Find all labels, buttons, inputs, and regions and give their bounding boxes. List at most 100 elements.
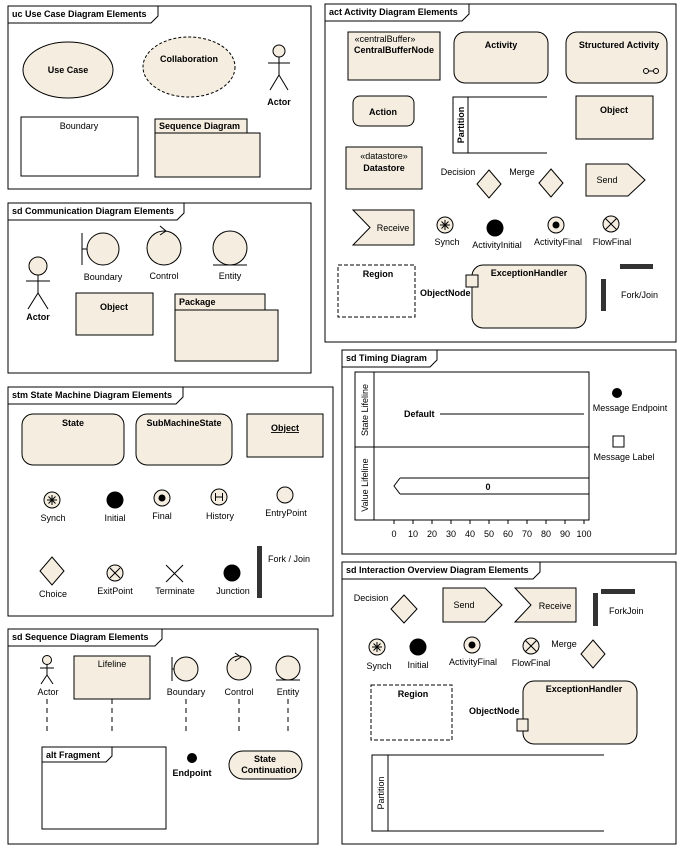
boundary-label: Boundary — [84, 272, 123, 282]
partition-element[interactable] — [371, 754, 604, 832]
entry-point-icon[interactable] — [276, 486, 294, 504]
flow-final-icon[interactable] — [522, 637, 540, 655]
activity-element[interactable] — [453, 31, 549, 84]
time-axis-tick-label: 100 — [576, 529, 591, 539]
decision-icon[interactable] — [390, 594, 418, 624]
sequence-diagram-label: Sequence Diagram — [159, 121, 240, 131]
datastore-element[interactable] — [345, 146, 423, 190]
synch-label: Synch — [434, 237, 459, 247]
alt-fragment-element[interactable] — [41, 746, 167, 830]
fork-join-bar-horizontal[interactable] — [601, 589, 635, 594]
entry-point-label: EntryPoint — [265, 508, 307, 518]
use-case-frame: uc Use Case Diagram Elements Use Case Co… — [7, 5, 312, 190]
communication-frame-title: sd Communication Diagram Elements — [12, 206, 174, 216]
control-icon[interactable] — [226, 652, 252, 681]
decision-label: Decision — [441, 167, 476, 177]
send-signal-element[interactable] — [585, 163, 646, 197]
actor-icon[interactable] — [26, 256, 50, 310]
activity-final-icon[interactable] — [547, 216, 565, 234]
synch-icon[interactable] — [43, 491, 61, 509]
time-axis-tick-label: 50 — [484, 529, 494, 539]
structured-activity-icon — [643, 68, 659, 74]
message-label-icon[interactable] — [612, 435, 625, 448]
object-node-pin[interactable] — [516, 718, 529, 732]
region-element[interactable] — [370, 684, 453, 741]
structured-activity-element[interactable] — [565, 31, 668, 84]
package-label: Package — [179, 297, 216, 307]
region-label: Region — [363, 269, 394, 279]
actor-icon[interactable] — [268, 44, 290, 91]
action-element[interactable] — [352, 95, 415, 127]
flow-final-icon[interactable] — [602, 215, 620, 233]
boundary-element[interactable] — [20, 116, 139, 177]
exception-handler-element[interactable] — [522, 680, 638, 745]
decision-label: Decision — [354, 593, 389, 603]
receive-signal-element[interactable] — [351, 209, 415, 246]
use-case-label: Use Case — [48, 65, 89, 75]
fork-join-bar-vertical[interactable] — [601, 279, 606, 311]
exit-point-icon[interactable] — [106, 564, 124, 582]
endpoint-icon[interactable] — [187, 753, 197, 763]
value-timeline[interactable] — [393, 477, 589, 495]
merge-icon[interactable] — [538, 168, 564, 198]
sequence-diagram-element[interactable] — [154, 118, 261, 178]
initial-icon[interactable] — [409, 638, 427, 656]
message-endpoint-icon[interactable] — [612, 388, 622, 398]
terminate-icon[interactable] — [165, 564, 184, 583]
state-continuation-element[interactable] — [228, 750, 303, 780]
package-element[interactable] — [174, 293, 279, 362]
time-axis-tick-label: 0 — [391, 529, 396, 539]
decision-icon[interactable] — [476, 169, 502, 199]
history-icon[interactable] — [210, 488, 228, 506]
fork-join-bar[interactable] — [257, 546, 262, 598]
lifeline-element[interactable] — [73, 655, 151, 700]
control-icon[interactable] — [146, 225, 182, 266]
choice-icon[interactable] — [39, 556, 65, 586]
merge-icon[interactable] — [580, 639, 606, 669]
actor-icon[interactable] — [40, 655, 54, 685]
region-element[interactable] — [337, 264, 416, 318]
use-case-element[interactable] — [22, 41, 114, 99]
boundary-icon[interactable] — [171, 656, 199, 682]
entity-icon[interactable] — [212, 230, 248, 266]
synch-icon[interactable] — [436, 216, 454, 234]
state-element[interactable] — [21, 413, 125, 466]
object-element[interactable] — [75, 292, 154, 336]
object-element[interactable] — [246, 413, 324, 458]
junction-icon[interactable] — [223, 564, 241, 582]
activity-final-icon[interactable] — [463, 636, 481, 654]
activity-final-label: ActivityFinal — [449, 657, 497, 667]
activity-label: Activity — [485, 40, 518, 50]
entity-icon[interactable] — [275, 655, 301, 681]
value-label: 0 — [485, 482, 490, 492]
receive-signal-element[interactable] — [513, 587, 577, 623]
partition-element[interactable] — [452, 96, 547, 154]
state-continuation-label-line2: Continuation — [241, 765, 297, 775]
object-element[interactable] — [575, 95, 654, 140]
exception-handler-element[interactable] — [471, 264, 587, 329]
state-label: State — [62, 418, 84, 428]
submachine-state-element[interactable] — [135, 413, 233, 466]
initial-icon[interactable] — [106, 491, 124, 509]
fork-join-bar-vertical[interactable] — [593, 593, 598, 626]
time-axis-tick-label: 90 — [560, 529, 570, 539]
fork-join-bar-horizontal[interactable] — [620, 264, 653, 269]
message-label-text: Message Label — [593, 452, 654, 462]
final-icon[interactable] — [153, 489, 171, 507]
activity-initial-icon[interactable] — [486, 219, 504, 237]
collaboration-element[interactable] — [142, 36, 236, 98]
receive-label: Receive — [377, 223, 410, 233]
object-node-pin[interactable] — [465, 274, 479, 288]
synch-icon[interactable] — [368, 638, 386, 656]
central-buffer-node-element[interactable] — [347, 31, 441, 81]
object-label: Object — [271, 423, 299, 433]
fork-join-label: ForkJoin — [609, 606, 644, 616]
send-signal-element[interactable] — [442, 587, 503, 623]
choice-label: Choice — [39, 589, 67, 599]
boundary-label: Boundary — [167, 687, 206, 697]
use-case-frame-title: uc Use Case Diagram Elements — [12, 9, 147, 19]
boundary-label: Boundary — [60, 121, 99, 131]
control-label: Control — [149, 271, 178, 281]
boundary-icon[interactable] — [81, 232, 120, 266]
